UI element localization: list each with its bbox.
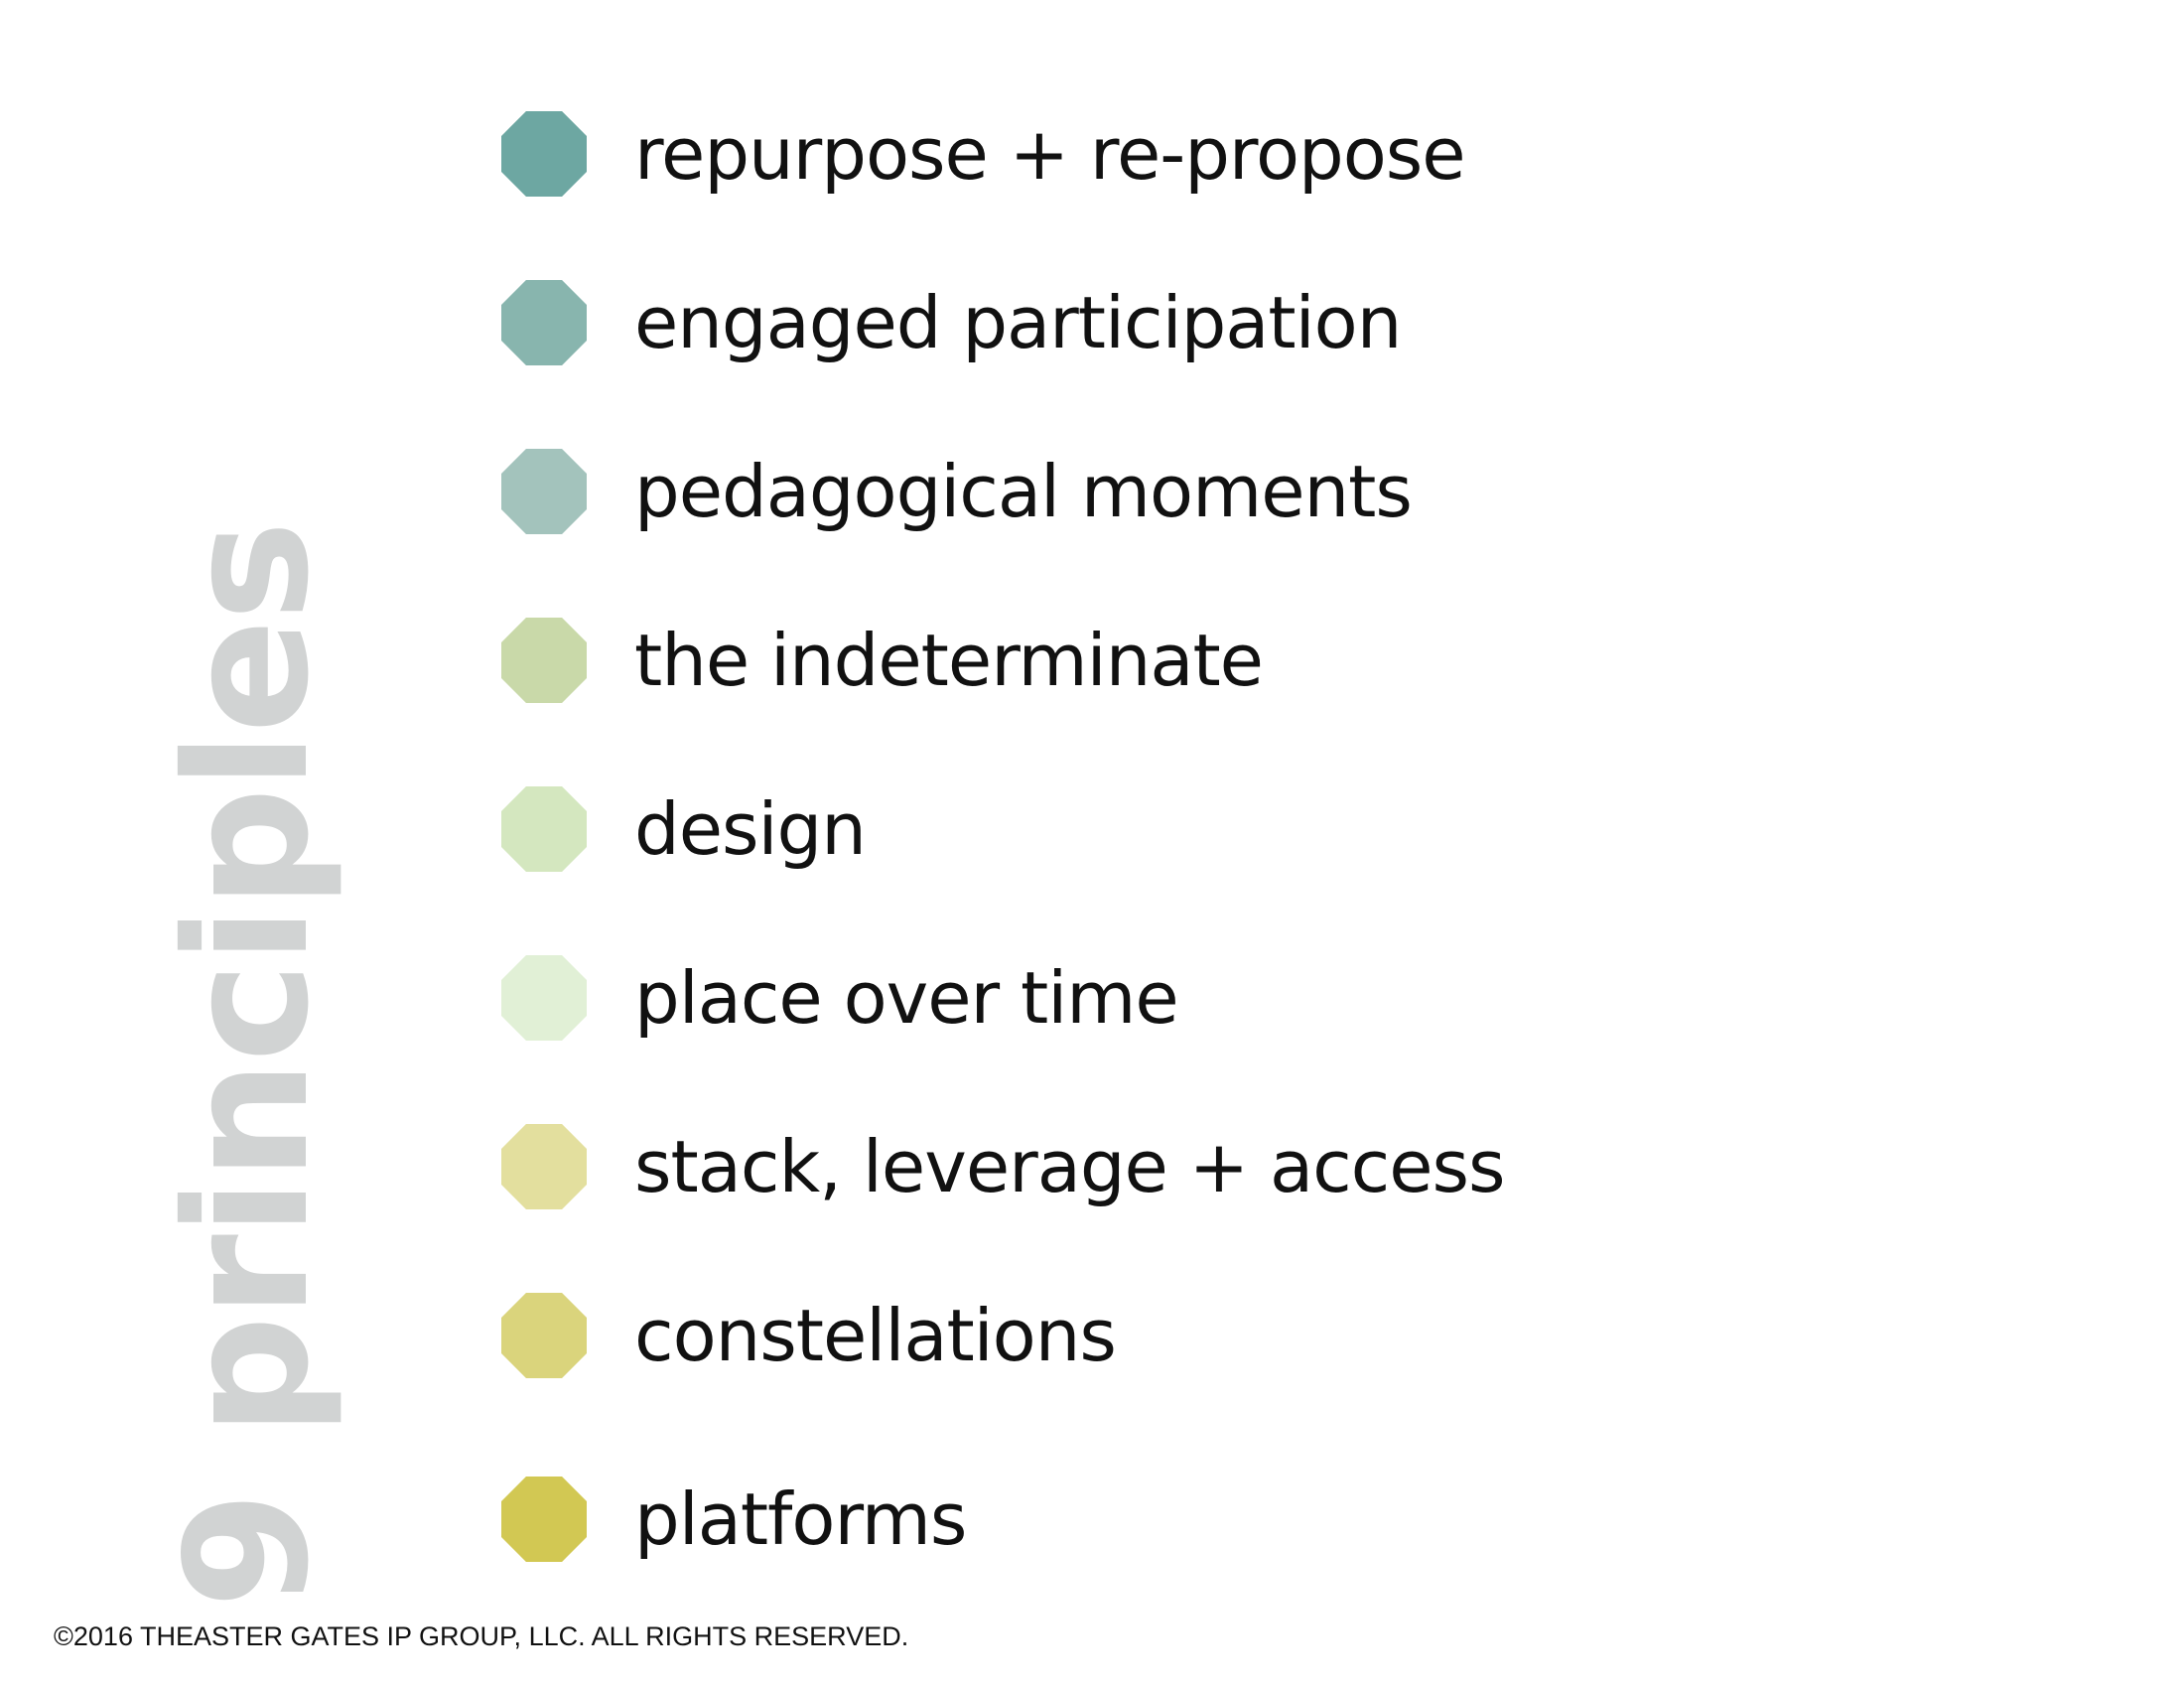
octagon-bullet-icon [501,449,587,534]
principle-label: design [634,787,867,871]
octagon-bullet-icon [501,1477,587,1562]
octagon-bullet-icon [501,786,587,872]
principle-label: engaged participation [634,281,1402,364]
principle-label: place over time [634,956,1179,1040]
octagon-bullet-icon [501,280,587,365]
principle-label: platforms [634,1477,967,1561]
vertical-title: 9 principles [150,522,346,1609]
principle-label: pedagogical moments [634,450,1413,533]
octagon-bullet-icon [501,618,587,703]
principle-item: design [501,784,867,874]
principle-item: the indeterminate [501,616,1264,705]
principle-label: repurpose + re-propose [634,112,1466,196]
principle-item: constellations [501,1291,1117,1380]
principle-item: engaged participation [501,278,1402,367]
octagon-bullet-icon [501,111,587,197]
principle-item: place over time [501,953,1179,1043]
octagon-bullet-icon [501,955,587,1041]
principle-label: the indeterminate [634,619,1264,702]
copyright-notice: ©2016 THEASTER GATES IP GROUP, LLC. ALL … [54,1621,909,1651]
octagon-bullet-icon [501,1124,587,1209]
octagon-bullet-icon [501,1293,587,1378]
principle-label: constellations [634,1294,1117,1377]
principle-item: platforms [501,1475,967,1564]
principle-item: stack, leverage + access [501,1122,1506,1211]
principle-label: stack, leverage + access [634,1125,1506,1208]
principle-item: repurpose + re-propose [501,109,1466,199]
principle-item: pedagogical moments [501,447,1413,536]
